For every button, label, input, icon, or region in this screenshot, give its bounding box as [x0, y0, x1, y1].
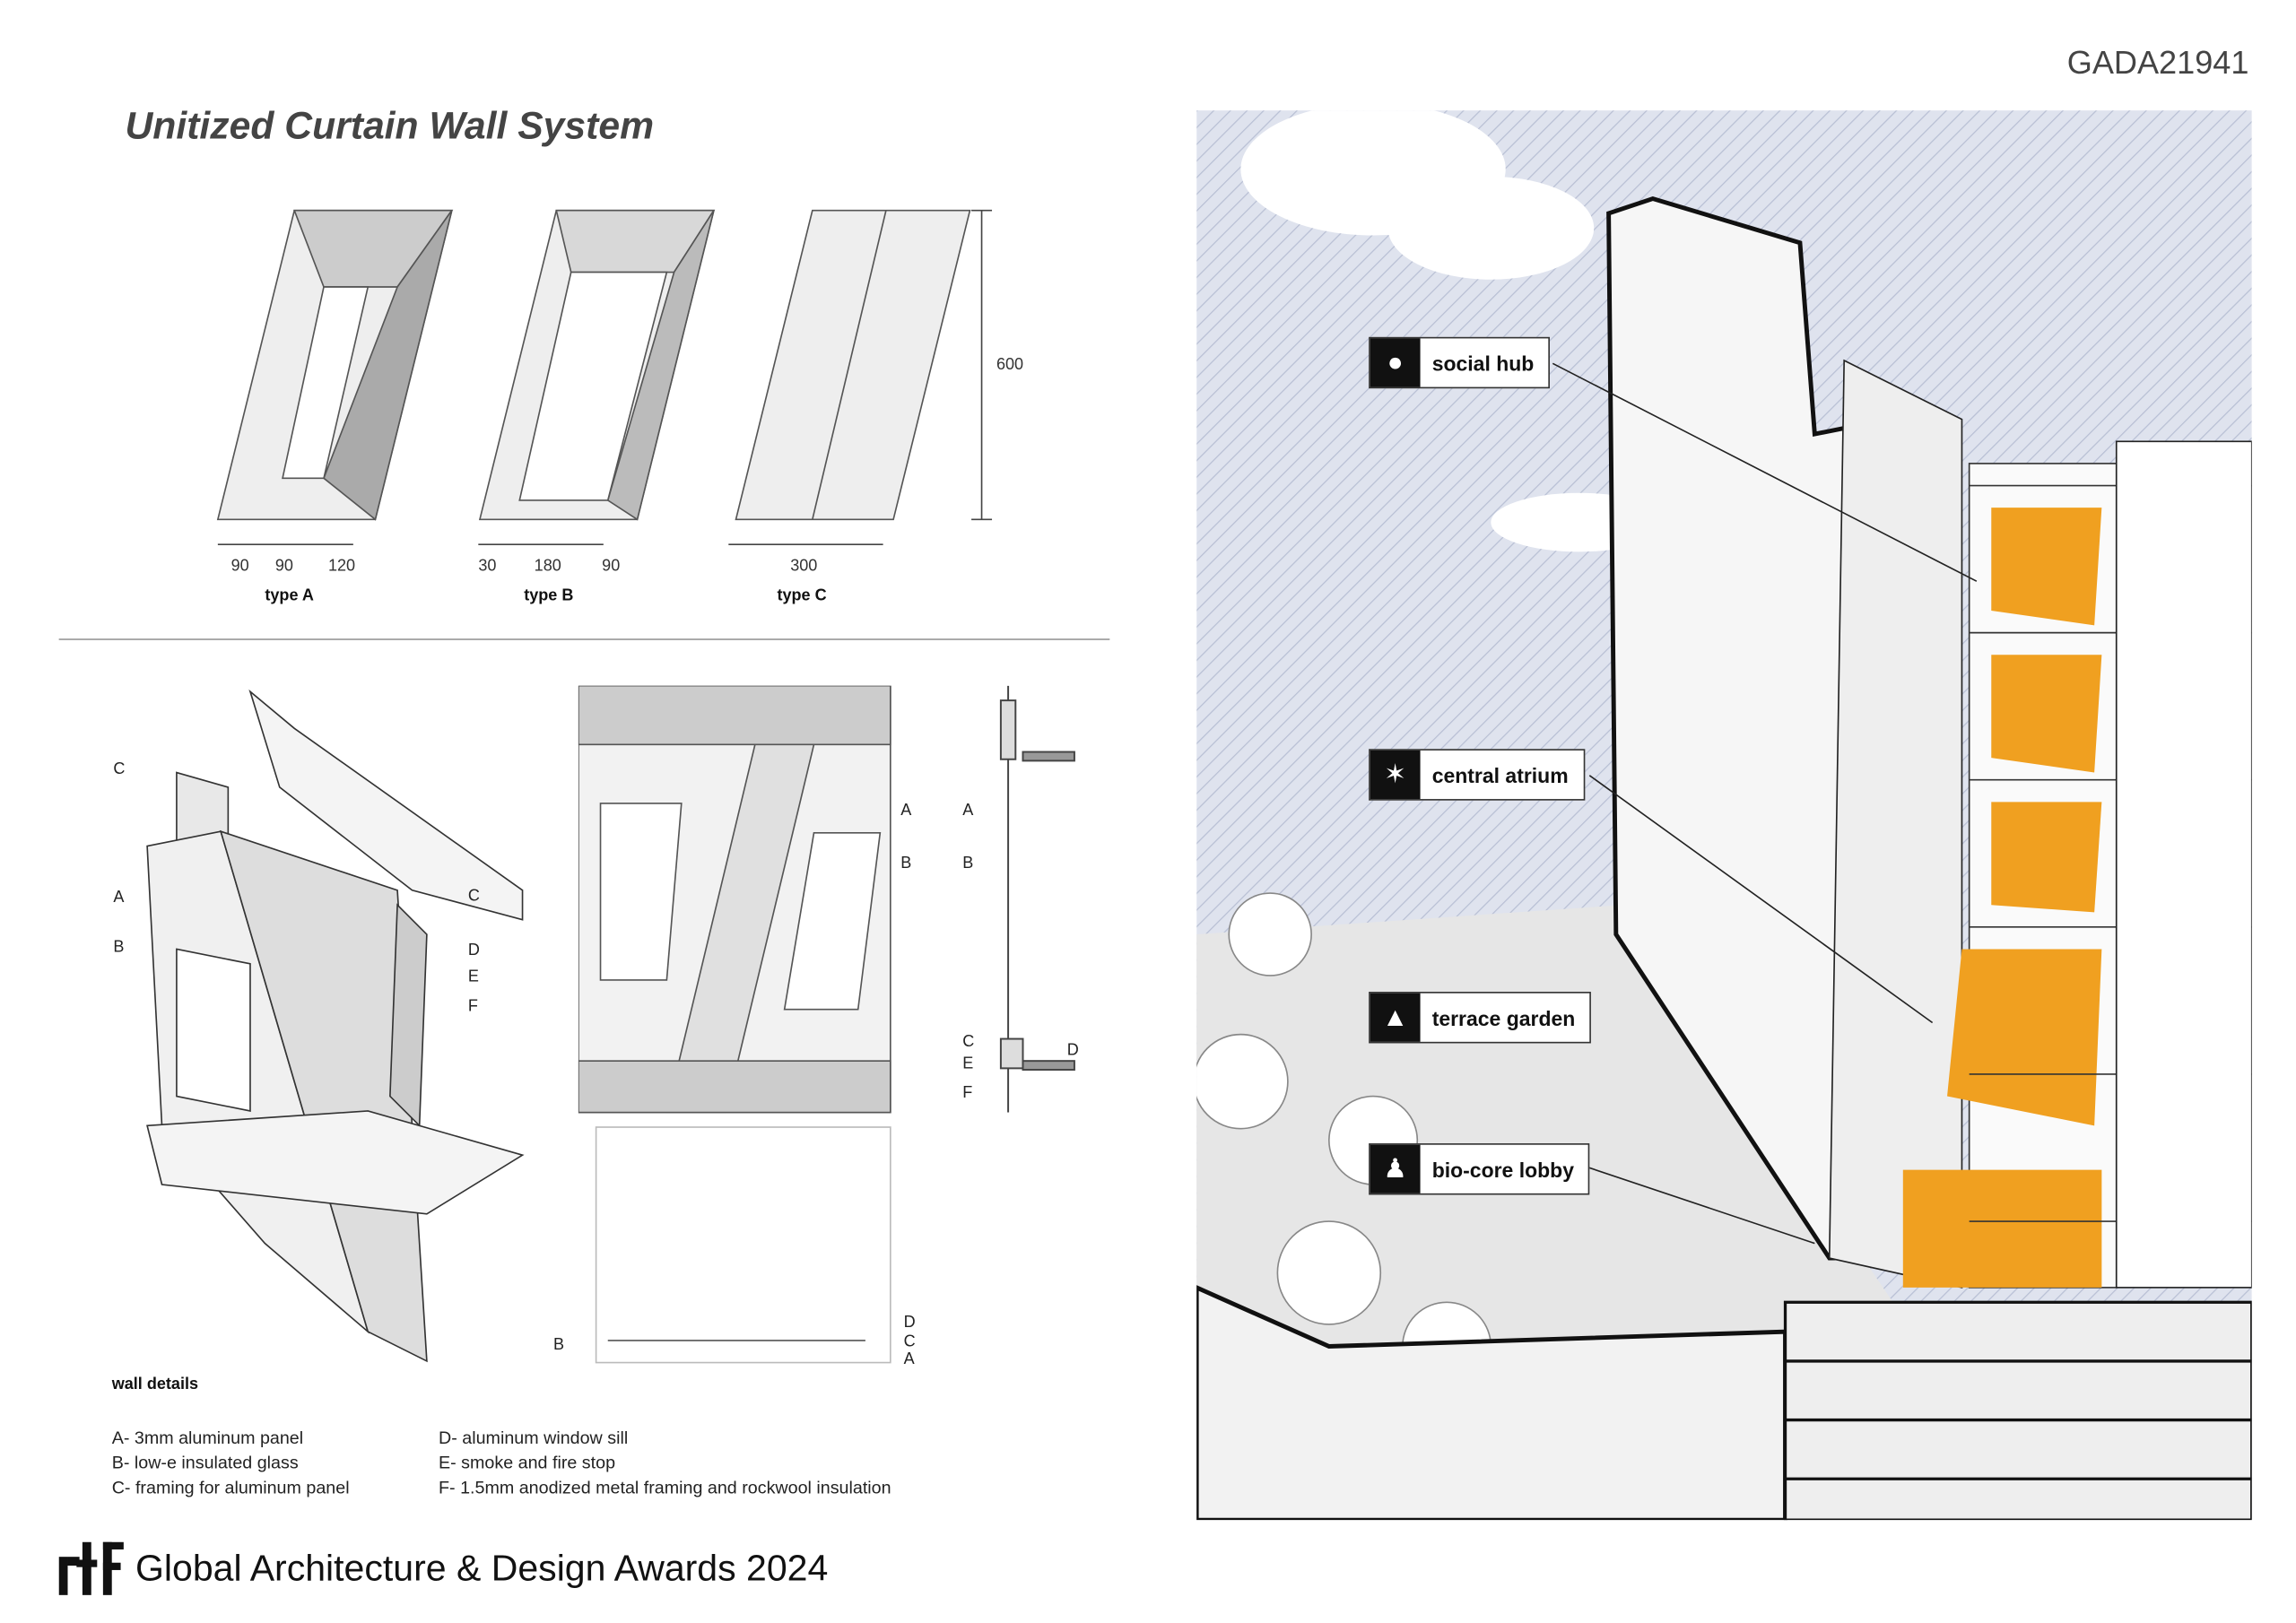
type-b-label: type B: [524, 586, 574, 605]
callout-label: bio-core lobby: [1431, 1157, 1574, 1181]
legend-item: F- 1.5mm anodized metal framing and rock…: [439, 1477, 891, 1498]
panel-type-a: [216, 209, 454, 521]
dim-label: 90: [274, 557, 293, 576]
footer-text: Global Architecture & Design Awards 2024: [135, 1548, 829, 1590]
label-d: D: [467, 942, 480, 959]
callout-social-hub: ● social hub: [1369, 336, 1551, 389]
height-dimension: 600: [996, 356, 1024, 374]
isometric-wall-detail: [146, 689, 525, 1363]
label-a: A: [113, 889, 125, 907]
rtf-logo: [58, 1541, 124, 1595]
dim-label: 120: [327, 557, 356, 576]
label-c: C: [962, 1032, 975, 1051]
panel-type-b: [478, 209, 716, 521]
label-c: C: [903, 1332, 916, 1351]
dim-label: 90: [602, 557, 621, 576]
label-b: B: [900, 855, 912, 873]
people-icon: ●: [1370, 338, 1421, 387]
callout-bio-core-lobby: ♟ bio-core lobby: [1369, 1143, 1591, 1195]
callout-label: central atrium: [1431, 762, 1569, 787]
callout-central-atrium: ✶ central atrium: [1369, 749, 1585, 801]
page-title: Unitized Curtain Wall System: [125, 102, 655, 148]
elevation-wall-detail: [578, 685, 891, 1364]
label-a: A: [903, 1350, 915, 1369]
panel-type-c: [735, 209, 971, 521]
type-c-label: type C: [777, 586, 827, 605]
legend-item: D- aluminum window sill: [439, 1427, 629, 1448]
lobby-icon: ♟: [1370, 1144, 1421, 1193]
panel-type-drawings: [216, 209, 993, 545]
divider: [58, 638, 1110, 640]
label-c: C: [467, 887, 480, 906]
legend-item: B- low-e insulated glass: [111, 1452, 299, 1473]
section-wall-detail: [999, 685, 1075, 1113]
dim-label: 90: [230, 557, 249, 576]
legend-heading: wall details: [111, 1376, 199, 1394]
dim-label: 30: [478, 557, 497, 576]
network-icon: ✶: [1370, 750, 1421, 800]
legend-item: E- smoke and fire stop: [439, 1452, 616, 1473]
legend-col-2: D- aluminum window sill E- smoke and fir…: [439, 1426, 891, 1501]
callout-label: terrace garden: [1431, 1005, 1576, 1029]
callout-label: social hub: [1431, 351, 1535, 375]
label-f: F: [467, 997, 478, 1016]
dim-label: 300: [790, 557, 818, 576]
building-section-illustration: [1196, 110, 2252, 1521]
project-code: GADA21941: [2066, 44, 2249, 82]
dim-label: 180: [534, 557, 561, 576]
type-a-label: type A: [265, 586, 314, 605]
legend-item: A- 3mm aluminum panel: [111, 1427, 304, 1448]
legend-item: C- framing for aluminum panel: [111, 1477, 350, 1498]
callout-terrace-garden: ▲ terrace garden: [1369, 992, 1592, 1044]
label-e: E: [962, 1055, 974, 1073]
label-b: B: [113, 938, 125, 957]
label-a: A: [962, 802, 974, 820]
legend-col-1: A- 3mm aluminum panel B- low-e insulated…: [112, 1426, 350, 1501]
label-c: C: [113, 760, 126, 779]
label-f: F: [962, 1084, 973, 1103]
label-b: B: [962, 855, 974, 873]
tree-icon: ▲: [1370, 993, 1421, 1042]
label-d: D: [903, 1314, 916, 1332]
label-e: E: [467, 968, 479, 986]
label-d: D: [1066, 1041, 1079, 1060]
label-a: A: [900, 802, 912, 820]
label-b: B: [553, 1336, 565, 1354]
